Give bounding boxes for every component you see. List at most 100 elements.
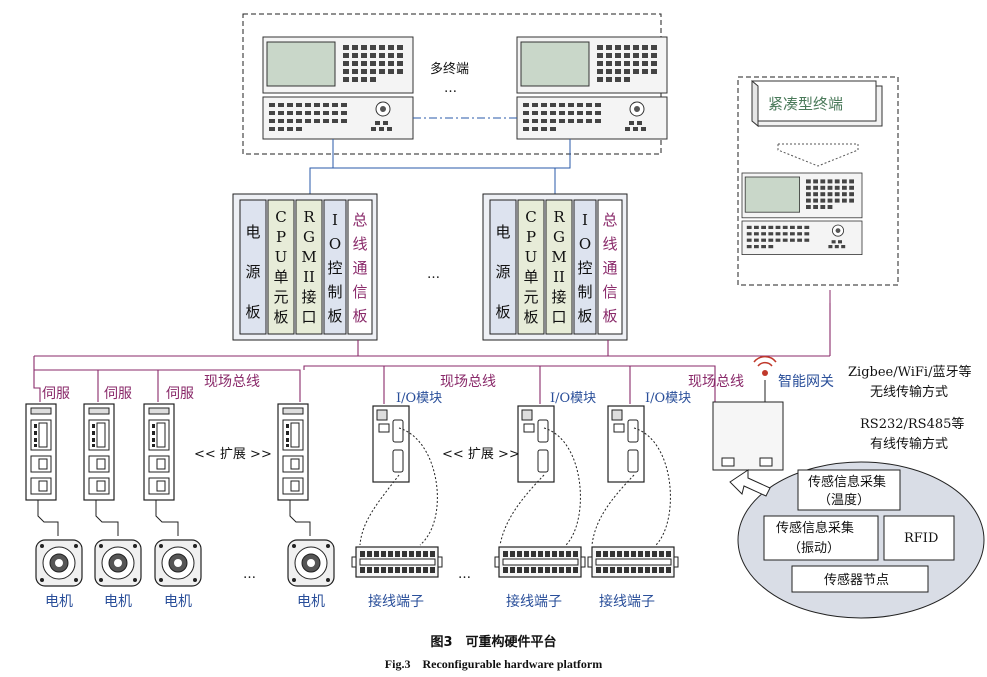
motor-label-4: 电机 [297,594,325,610]
io-module-3 [607,405,645,483]
rack-2-cpu-board-char: U [525,248,538,266]
rack-2-rgmii-port-char: 口 [551,308,566,326]
wireless-label: Zigbee/WiFi/蓝牙等 [848,364,971,380]
field-bus [33,303,831,404]
figure-caption-en: Fig.3 Reconfigurable hardware platform [384,657,603,671]
compact-terminal-group [737,76,899,286]
rack-1-cpu-board-char: C [275,208,286,226]
rack-1 [232,193,378,341]
rack-2-cpu-board-char: 元 [523,288,538,306]
field-bus-label-3: 现场总线 [688,374,744,390]
terminal-1 [262,36,414,140]
servo-label-3: 伺服 [166,386,194,402]
servo-drive-3 [143,403,175,501]
wired-label-2: 有线传输方式 [870,436,948,452]
sense-vib-box [763,515,879,561]
rack-2-rgmii-port-char: M [551,248,566,266]
rack-2-io-control-board-char: 制 [577,283,592,301]
motor-label-3: 电机 [164,594,192,610]
field-bus-label-1: 现场总线 [204,374,260,390]
sense-temp-label-2: （温度） [818,492,870,508]
terminal-block-label-2: 接线端子 [506,593,562,610]
rack-2-bus-comm-board-char: 板 [602,307,617,325]
compact-down-arrow [777,143,859,167]
rack-1-rgmii-port-char: II [303,268,315,286]
multi-terminal-label: 多终端 [430,61,469,77]
motor-label-1: 电机 [45,594,73,610]
rfid-label: RFID [904,531,938,546]
terminal-ellipsis: … [444,81,457,96]
rack-2-power-board-char: 板 [495,303,510,321]
sensor-node-box [791,565,929,593]
rack-1-rgmii-port-char: 接 [301,288,316,306]
servo-expand-label: << 扩展 >> [194,447,272,462]
rack-2-cpu-board-char: 板 [523,308,538,326]
rack-2-cpu-board-char: C [525,208,536,226]
rack-1-cpu-board-char: 板 [273,308,288,326]
rack-card-text: 电源板CPU单元板RGMII接口IO控制板总线通信板电源板CPU单元板RGMII… [245,208,617,326]
rack-1-power-board-char: 源 [245,263,260,281]
terminal-2 [516,36,668,140]
rack-1-rgmii-port-char: R [303,208,315,226]
rack-1-bus-comm-board-char: 线 [352,235,367,253]
field-bus-label-2: 现场总线 [440,374,496,390]
servo-drive-1 [25,403,57,501]
rack-2-bus-comm-board-char: 通 [602,259,617,277]
io-expand-label: << 扩展 >> [442,447,520,462]
rack-2-rgmii-port-char: II [553,268,565,286]
rack-2-bus-comm-board-char: 线 [602,235,617,253]
rack-1-power-board-char: 板 [245,303,260,321]
rack-1-power-board-char: 电 [245,223,260,241]
sense-temp-label: 传感信息采集 [808,474,886,490]
sense-vib-label: 传感信息采集 [776,520,854,536]
motor-ellipsis: … [243,567,256,582]
rack-1-cpu-board-char: 元 [273,288,288,306]
io-module-label-3: I/O模块 [645,391,691,406]
rack-1-bus-comm-board-char: 信 [352,283,367,301]
compact-terminal-label: 紧凑型终端 [768,95,843,113]
sense-temp-box [797,469,901,511]
rack-1-bus-comm-board-char: 通 [352,259,367,277]
motor-1 [35,539,83,587]
io-module-label-1: I/O模块 [396,391,442,406]
io-cables [359,427,671,546]
motor-label-2: 电机 [104,594,132,610]
rack-2 [482,193,628,341]
motor-cables [37,500,311,536]
rack-2-io-control-board-char: 板 [577,307,592,325]
compact-terminal-label-box [751,79,883,128]
io-module-2 [517,405,555,483]
rack-1-cpu-board-char: U [275,248,288,266]
sensor-node-label: 传感器节点 [824,572,889,588]
terminal-block-2 [494,546,586,578]
rack-2-cpu-board-char: 单 [523,268,538,286]
rack-2-rgmii-port-char: 接 [551,288,566,306]
wireless-label-2: 无线传输方式 [870,384,948,400]
rack-1-cpu-board-char: P [276,228,286,246]
terminal-block-ellipsis: … [458,567,471,582]
rack-1-io-control-board-char: 板 [327,307,342,325]
rack-1-bus-comm-board-char: 总 [352,211,367,229]
sensor-arrow [729,469,771,497]
rack-1-cpu-board-char: 单 [273,268,288,286]
servo-label-2: 伺服 [104,386,132,402]
link-terminal-rack-1 [309,139,334,196]
rack-1-io-control-board-char: I [332,211,338,229]
servo-label-1: 伺服 [42,386,70,402]
rack-2-io-control-board-char: 控 [577,259,592,277]
rack-1-io-control-board-char: 控 [327,259,342,277]
rack-2-power-board-char: 电 [495,223,510,241]
motor-2 [94,539,142,587]
servo-drive-4 [277,403,309,501]
rfid-box [883,515,955,561]
antenna-icon [762,370,768,376]
rack-1-io-control-board-char: 制 [327,283,342,301]
servo-drive-2 [83,403,115,501]
motor-4 [287,539,335,587]
wired-label: RS232/RS485等 [860,416,964,432]
figure-caption-zh: 图3 可重构硬件平台 [430,635,557,650]
terminal-block-1 [351,546,443,578]
rack-2-rgmii-port-char: G [553,228,565,246]
rack-1-rgmii-port-char: 口 [301,308,316,326]
